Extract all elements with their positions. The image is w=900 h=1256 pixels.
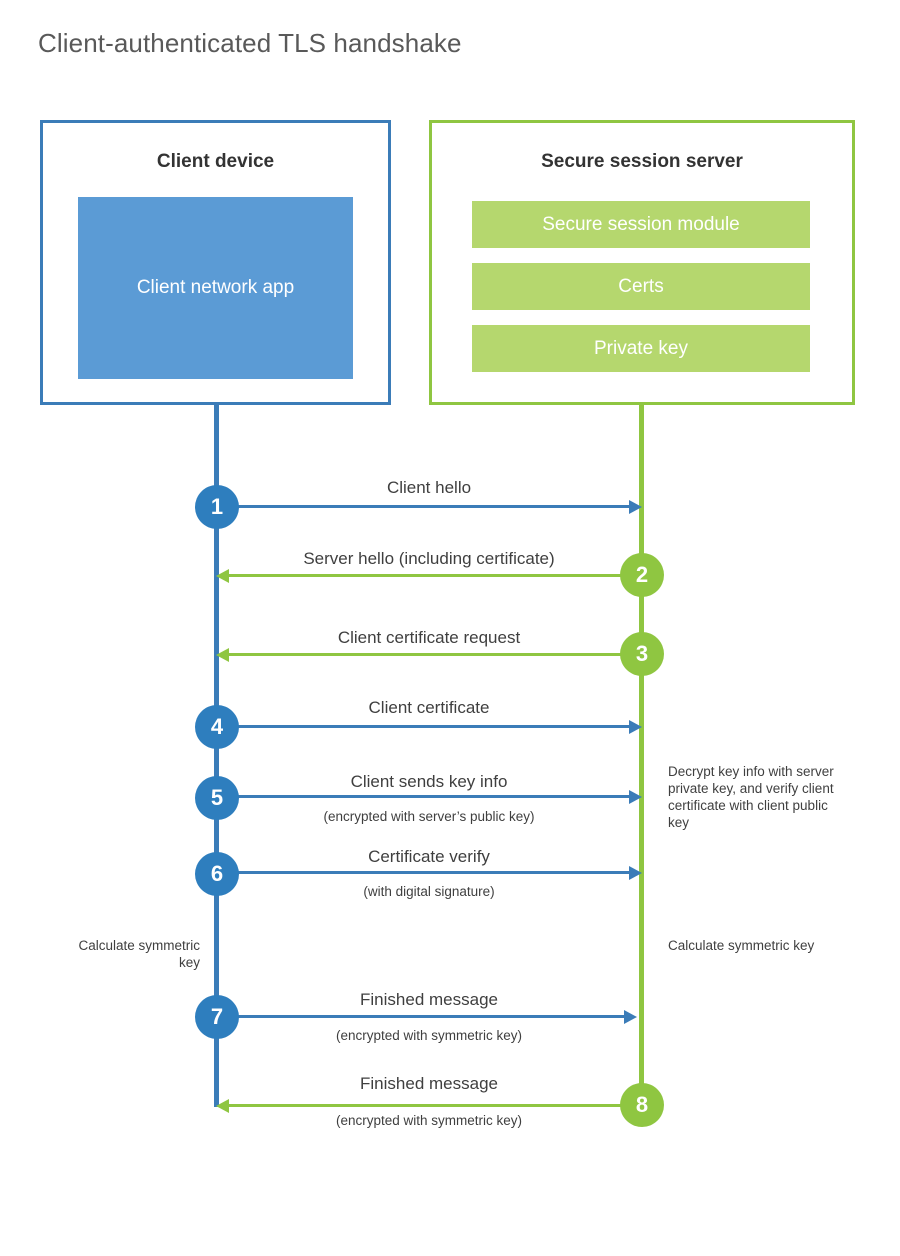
- step-6-arrow-line: [217, 871, 629, 874]
- client-network-app-block: Client network app: [78, 197, 353, 379]
- step-3-label: Client certificate request: [337, 628, 521, 647]
- step-4-label: Client certificate: [368, 698, 490, 717]
- step-2-arrow-head: [216, 569, 229, 583]
- server-block-label: Secure session module: [542, 213, 740, 235]
- step-2-circle[interactable]: 2: [620, 553, 664, 597]
- server-block-certs: Certs: [472, 263, 810, 310]
- step-4-arrow-head: [629, 720, 642, 734]
- client-calculate-symmetric-key-note: Calculate symmetric key: [78, 938, 200, 970]
- server-lifeline: [639, 405, 644, 1107]
- step-8-arrow-head: [216, 1099, 229, 1113]
- step-5-sublabel: (encrypted with server’s public key): [323, 809, 535, 824]
- step-6-arrow-head: [629, 866, 642, 880]
- server-decrypt-note: Decrypt key info with server private key…: [668, 764, 834, 830]
- step-7-circle[interactable]: 7: [195, 995, 239, 1039]
- step-7-arrow-head: [624, 1010, 637, 1024]
- server-block-secure-session-module: Secure session module: [472, 201, 810, 248]
- step-3-arrow-line: [229, 653, 641, 656]
- step-6-label: Certificate verify: [368, 847, 490, 866]
- step-1-arrow-head: [629, 500, 642, 514]
- step-5-arrow-line: [217, 795, 629, 798]
- server-block-label: Private key: [594, 337, 688, 359]
- server-calculate-symmetric-key-note: Calculate symmetric key: [668, 938, 815, 953]
- step-4-arrow-line: [217, 725, 629, 728]
- client-network-app-label: Client network app: [136, 277, 295, 298]
- step-8-sublabel: (encrypted with symmetric key): [335, 1113, 523, 1128]
- step-6-circle[interactable]: 6: [195, 852, 239, 896]
- step-5-label: Client sends key info: [350, 772, 508, 791]
- step-7-label: Finished message: [360, 990, 498, 1009]
- step-5-circle[interactable]: 5: [195, 776, 239, 820]
- step-1-arrow-line: [217, 505, 629, 508]
- step-1-circle[interactable]: 1: [195, 485, 239, 529]
- step-4-circle[interactable]: 4: [195, 705, 239, 749]
- step-2-arrow-line: [229, 574, 641, 577]
- step-1-label: Client hello: [386, 478, 472, 497]
- client-device-title: Client device: [156, 151, 275, 172]
- step-2-label: Server hello (including certificate): [303, 549, 555, 568]
- step-3-arrow-head: [216, 648, 229, 662]
- page-title: Client-authenticated TLS handshake: [38, 28, 462, 58]
- step-3-circle[interactable]: 3: [620, 632, 664, 676]
- step-8-arrow-line: [229, 1104, 641, 1107]
- step-6-sublabel: (with digital signature): [363, 884, 495, 899]
- server-block-label: Certs: [618, 275, 664, 297]
- secure-session-server-title: Secure session server: [541, 151, 743, 172]
- step-7-arrow-line: [217, 1015, 624, 1018]
- step-8-circle[interactable]: 8: [620, 1083, 664, 1127]
- client-lifeline: [214, 405, 219, 1107]
- step-7-sublabel: (encrypted with symmetric key): [335, 1028, 523, 1043]
- server-block-private-key: Private key: [472, 325, 810, 372]
- step-5-arrow-head: [629, 790, 642, 804]
- step-8-label: Finished message: [360, 1074, 498, 1093]
